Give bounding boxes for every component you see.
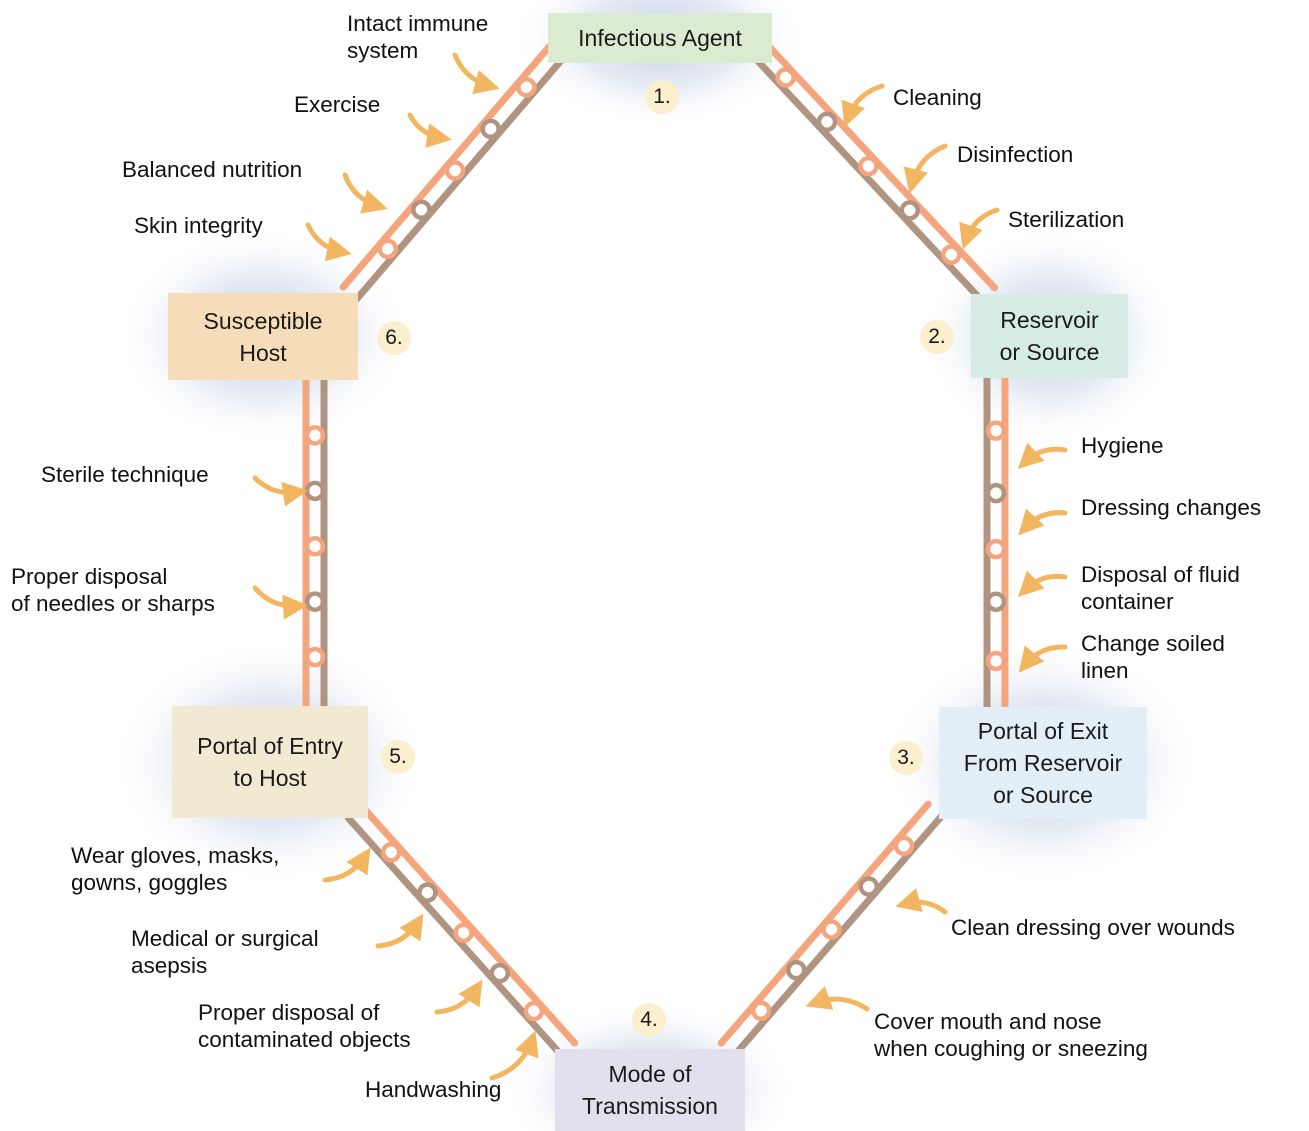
intervention-arrow-8 [1017, 442, 1068, 469]
stage-portal-of-exit: Portal of Exit From Reservoir or Source [939, 707, 1147, 819]
intervention-arrow-19 [252, 585, 308, 620]
chain-entry-host-ring-1 [304, 425, 326, 446]
chain-exit-transmission-ring-3 [821, 919, 842, 940]
label-dressing-changes: Dressing changes [1081, 495, 1262, 520]
chain-agent-reservoir-ring-1 [775, 67, 796, 88]
intervention-arrow-10 [1017, 570, 1068, 598]
chain-exit-transmission-ring-5 [750, 1000, 772, 1022]
stage-number-2: 2. [920, 320, 954, 354]
label-wear-gloves-masks-gowns-goggles: Wear gloves, masks, gowns, goggles [71, 843, 280, 895]
label-balanced-nutrition: Balanced nutrition [122, 157, 303, 182]
label-sterilization: Sterilization [1008, 207, 1125, 232]
intervention-arrow-6 [903, 143, 948, 194]
chain-entry-host [302, 376, 328, 710]
chain-agent-reservoir-ring-2 [816, 111, 838, 133]
intervention-arrow-4 [305, 222, 352, 262]
stage-reservoir: Reservoir or Source [971, 294, 1128, 378]
chain-host-agent-ring-1 [516, 76, 537, 98]
chain-links [302, 38, 1009, 1059]
stage-number-6: 6. [377, 321, 411, 355]
intervention-arrows [252, 52, 1068, 1081]
label-disposal-of-fluid-container: Disposal of fluid container [1081, 562, 1240, 614]
intervention-arrow-16 [434, 979, 483, 1015]
chain-host-agent-ring-2 [480, 118, 501, 140]
label-proper-disposal-of-contaminated-objects: Proper disposal of contaminated objects [198, 1000, 411, 1052]
label-proper-disposal-of-needles-or-sharps: Proper disposal of needles or sharps [11, 564, 215, 616]
chain-reservoir-exit-ring-5 [985, 650, 1007, 672]
chain-transmission-entry-ring-4 [489, 962, 511, 984]
intervention-arrow-11 [1018, 644, 1068, 673]
chain-exit-transmission-ring-1 [893, 835, 915, 857]
stage-susceptible-host: Susceptible Host [168, 293, 358, 380]
chain-agent-reservoir-ring-5 [940, 244, 962, 265]
chain-host-agent-ring-5 [377, 238, 399, 260]
stage-infectious-agent: Infectious Agent [548, 13, 772, 63]
chain-host-agent-ring-3 [444, 160, 466, 181]
stage-mode-of-transmission: Mode of Transmission [555, 1049, 745, 1131]
chain-agent-reservoir-ring-4 [899, 200, 921, 221]
chain-reservoir-exit-ring-1 [985, 420, 1007, 441]
stage-number-5: 5. [381, 740, 415, 774]
chain-exit-transmission [717, 800, 946, 1059]
chain-exit-transmission-ring-2 [858, 876, 880, 897]
chain-reservoir-exit-ring-2 [985, 482, 1007, 504]
label-cover-mouth-and-nose: Cover mouth and nose when coughing or sn… [874, 1009, 1148, 1061]
intervention-arrow-5 [841, 83, 885, 128]
stage-number-3: 3. [889, 741, 923, 775]
chain-agent-reservoir [747, 38, 999, 304]
intervention-arrow-1 [452, 52, 500, 95]
chain-host-agent [339, 38, 571, 303]
label-hygiene: Hygiene [1081, 433, 1164, 458]
chain-reservoir-exit [983, 374, 1009, 711]
chain-entry-host-ring-5 [304, 646, 326, 668]
intervention-arrow-2 [407, 112, 452, 148]
intervention-arrow-14 [322, 847, 371, 883]
stage-portal-of-entry: Portal of Entry to Host [172, 706, 368, 818]
chain-transmission-entry-ring-2 [417, 882, 438, 903]
label-change-soiled-linen: Change soiled linen [1081, 631, 1225, 683]
chain-reservoir-exit-ring-3 [985, 538, 1007, 560]
label-exercise: Exercise [294, 92, 381, 117]
intervention-arrow-3 [342, 172, 388, 214]
chain-transmission-entry-ring-3 [453, 922, 474, 944]
label-cleaning: Cleaning [893, 85, 982, 110]
stage-number-4: 4. [632, 1003, 666, 1037]
chain-reservoir-exit-ring-4 [985, 591, 1007, 612]
chain-transmission-entry-ring-1 [380, 842, 402, 863]
intervention-arrow-7 [959, 207, 1000, 250]
chain-transmission-entry-ring-5 [523, 1000, 545, 1022]
intervention-arrow-18 [252, 475, 308, 507]
label-intact-immune-system: Intact immune system [347, 11, 489, 63]
intervention-arrow-9 [1018, 508, 1068, 536]
stage-number-1: 1. [645, 80, 679, 114]
label-medical-or-surgical-asepsis: Medical or surgical asepsis [131, 926, 319, 978]
chain-host-agent-ring-4 [411, 199, 432, 220]
chain-transmission-entry [344, 802, 579, 1059]
label-clean-dressing-over-wounds: Clean dressing over wounds [951, 915, 1235, 940]
chain-entry-host-ring-3 [304, 536, 326, 557]
label-sterile-technique: Sterile technique [41, 462, 209, 487]
intervention-arrow-15 [375, 913, 424, 949]
intervention-arrow-17 [489, 1030, 539, 1081]
label-disinfection: Disinfection [957, 142, 1074, 167]
intervention-arrow-12 [895, 887, 948, 915]
chain-exit-transmission-ring-4 [786, 959, 807, 981]
label-handwashing: Handwashing [365, 1077, 502, 1102]
intervention-arrow-13 [805, 986, 870, 1012]
chain-agent-reservoir-ring-3 [858, 155, 879, 177]
label-skin-integrity: Skin integrity [134, 213, 263, 238]
